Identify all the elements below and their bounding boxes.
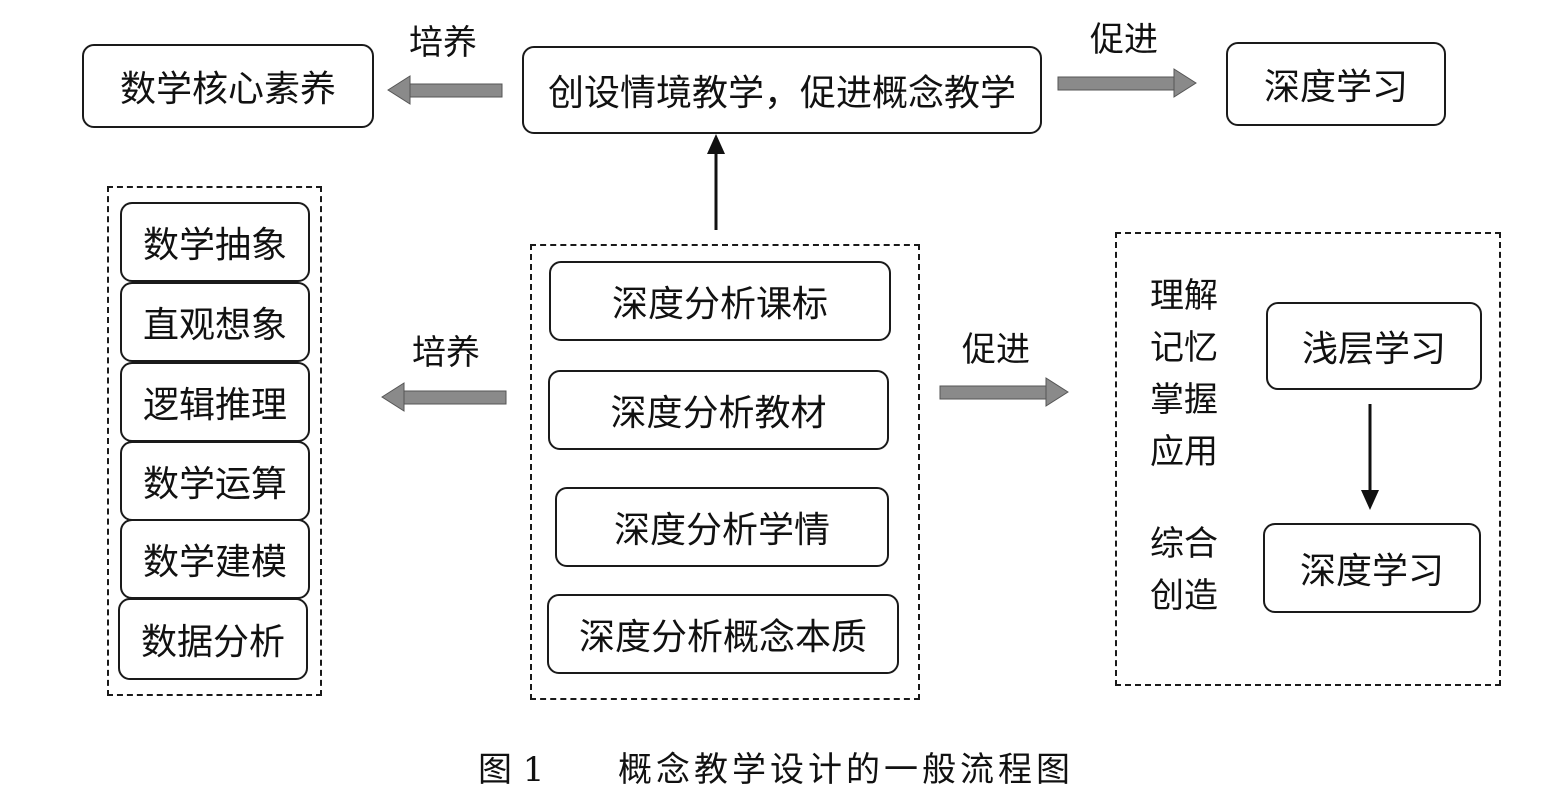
core-literacy-label: 数学核心素养 [119, 69, 336, 110]
deep-learning-box-top: 深度学习 [1226, 42, 1446, 126]
learning-levels-group [1115, 232, 1501, 686]
arrow-promote-middle [939, 377, 1069, 407]
promote-label-middle: 促进 [962, 330, 1030, 370]
literacy-item: 逻辑推理 [120, 362, 310, 442]
literacy-item-label: 数学运算 [142, 464, 287, 505]
literacy-item-label: 直观想象 [142, 305, 287, 346]
literacy-item: 数学抽象 [120, 202, 310, 282]
analysis-group [530, 244, 920, 700]
literacy-item-label: 数学抽象 [142, 225, 287, 266]
center-teaching-box: 创设情境教学，促进概念教学 [522, 46, 1042, 134]
analysis-item: 深度分析课标 [549, 261, 891, 341]
literacy-item: 数学建模 [120, 519, 310, 599]
arrow-cultivate-top [387, 75, 503, 105]
core-literacy-box: 数学核心素养 [82, 44, 374, 128]
arrow-analysis-to-center [707, 134, 725, 230]
shallow-verbs: 理解 记忆 掌握 应用 [1150, 270, 1218, 478]
verb-label: 创造 [1150, 576, 1218, 616]
center-teaching-label: 创设情境教学，促进概念教学 [547, 73, 1016, 114]
deep-learning-box: 深度学习 [1263, 523, 1481, 613]
analysis-item: 深度分析教材 [548, 370, 889, 450]
promote-label-top: 促进 [1090, 20, 1158, 60]
cultivate-label-middle: 培养 [412, 333, 480, 373]
arrow-shallow-to-deep [1361, 404, 1379, 510]
cultivate-label-top: 培养 [409, 23, 477, 63]
shallow-learning-label: 浅层学习 [1301, 329, 1446, 370]
shallow-learning-box: 浅层学习 [1266, 302, 1482, 390]
figure-title: 概念教学设计的一般流程图 [618, 750, 1075, 790]
deep-learning-label-top: 深度学习 [1263, 67, 1408, 108]
analysis-item: 深度分析学情 [555, 487, 889, 567]
literacy-item: 直观想象 [120, 282, 310, 362]
arrow-promote-top [1057, 68, 1197, 98]
analysis-item-label: 深度分析概念本质 [578, 617, 867, 658]
verb-label: 综合 [1150, 524, 1218, 564]
analysis-item-label: 深度分析教材 [610, 393, 827, 434]
literacy-item-label: 数学建模 [142, 542, 287, 583]
verb-label: 记忆 [1150, 328, 1218, 368]
figure-caption: 图 1 概念教学设计的一般流程图 [0, 742, 1552, 791]
deep-learning-label: 深度学习 [1299, 551, 1444, 592]
literacy-item: 数学运算 [120, 441, 310, 521]
analysis-item-label: 深度分析课标 [611, 284, 828, 325]
literacy-item: 数据分析 [118, 598, 308, 680]
analysis-item-label: 深度分析学情 [613, 510, 830, 551]
verb-label: 掌握 [1150, 380, 1218, 420]
literacy-item-label: 逻辑推理 [142, 385, 287, 426]
analysis-item: 深度分析概念本质 [547, 594, 899, 674]
literacy-item-label: 数据分析 [140, 622, 285, 663]
arrow-cultivate-middle [381, 382, 507, 412]
literacy-list-group [107, 186, 322, 696]
deep-verbs: 综合 创造 [1150, 518, 1218, 622]
verb-label: 理解 [1150, 276, 1218, 316]
verb-label: 应用 [1150, 432, 1218, 472]
figure-number: 图 1 [477, 750, 545, 790]
